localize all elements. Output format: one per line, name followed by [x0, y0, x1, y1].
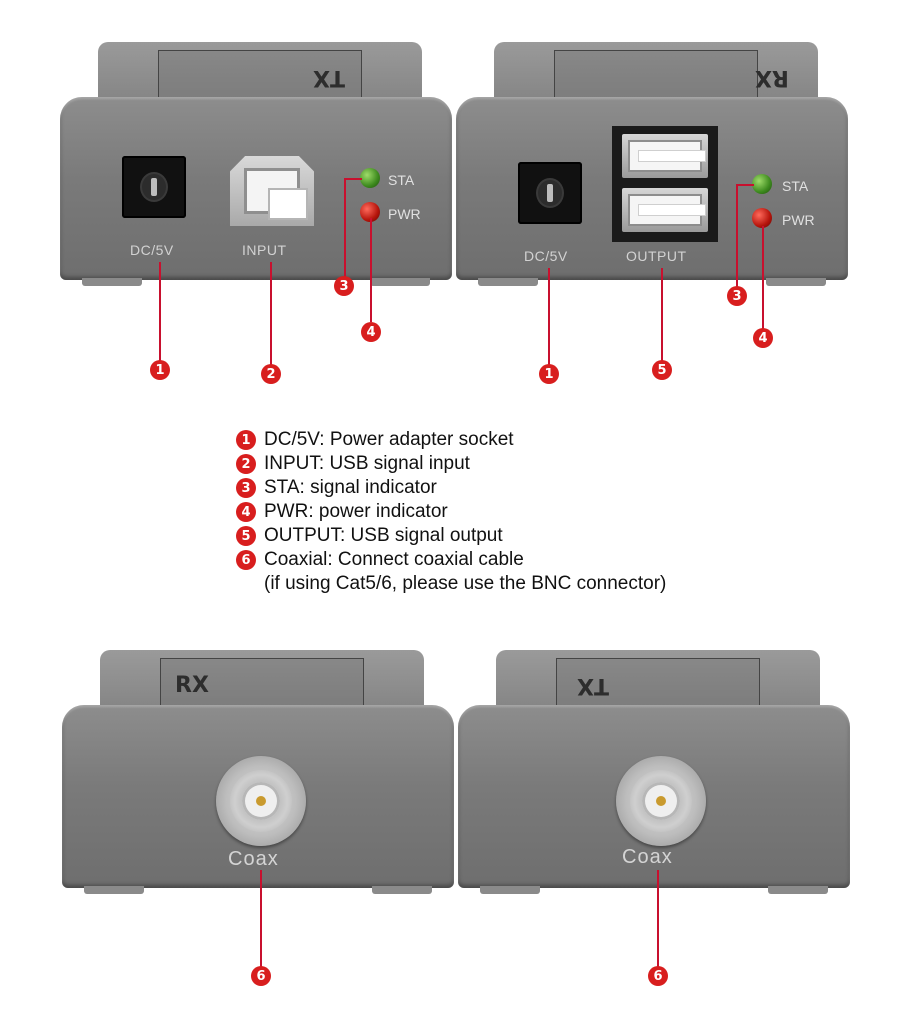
callout-badge-1-left: 1 [150, 360, 170, 380]
coax-port-label: Coax [622, 846, 673, 868]
output-port-label: OUTPUT [626, 248, 687, 264]
legend-badge: 2 [236, 454, 256, 474]
bnc-connector[interactable] [616, 756, 706, 846]
pwr-led-icon [360, 202, 380, 222]
legend-text: PWR: power indicator [264, 501, 448, 522]
callout-badge-4-left: 4 [361, 322, 381, 342]
callout-badge-2: 2 [261, 364, 281, 384]
legend-text: DC/5V: Power adapter socket [264, 429, 514, 450]
usb-b-tongue [268, 188, 308, 220]
bnc-connector[interactable] [216, 756, 306, 846]
legend-item: 5 OUTPUT: USB signal output [236, 524, 666, 548]
legend-badge: 5 [236, 526, 256, 546]
callout-line-1-right [548, 268, 550, 366]
rx-sta-led-icon [752, 174, 772, 194]
legend-badge: 1 [236, 430, 256, 450]
usb-a-port-bottom[interactable] [622, 188, 708, 232]
callout-line-3-right-v [736, 184, 738, 288]
dc-power-jack[interactable] [122, 156, 186, 218]
rx-unit-rear: RX Coax [62, 650, 454, 894]
legend-text: Coaxial: Connect coaxial cable [264, 549, 524, 570]
tx-rear-label: TX [577, 673, 609, 698]
tx-unit-front: TX DC/5V INPUT STA PWR [60, 42, 452, 286]
rx-pwr-led-label: PWR [782, 212, 815, 228]
callout-badge-5: 5 [652, 360, 672, 380]
sta-led-label: STA [388, 172, 415, 188]
tx-foot-left [82, 278, 142, 286]
tx-rear-foot-left [480, 886, 540, 894]
callout-line-4-left [370, 218, 372, 322]
legend-badge: 3 [236, 478, 256, 498]
legend-text: OUTPUT: USB signal output [264, 525, 503, 546]
usb-a-tab [638, 204, 706, 216]
usb-a-slot [628, 194, 706, 226]
pwr-led-label: PWR [388, 206, 421, 222]
bnc-center-pin [656, 796, 666, 806]
rx-foot-right [766, 278, 826, 286]
rx-rear-foot-left [84, 886, 144, 894]
input-port-label: INPUT [242, 242, 287, 258]
usb-a-tab [638, 150, 706, 162]
coax-port-label: Coax [228, 848, 279, 870]
usb-a-slot [628, 140, 706, 172]
bnc-center-pin [256, 796, 266, 806]
legend: 1 DC/5V: Power adapter socket 2 INPUT: U… [236, 428, 666, 596]
tx-label: TX [313, 65, 345, 90]
rx-rear-foot-right [372, 886, 432, 894]
rx-pwr-led-icon [752, 208, 772, 228]
legend-text: INPUT: USB signal input [264, 453, 470, 474]
callout-line-6-left [260, 870, 262, 968]
callout-line-1-left [159, 262, 161, 362]
callout-line-3-right-h [736, 184, 754, 186]
legend-item: 3 STA: signal indicator [236, 476, 666, 500]
rx-sta-led-label: STA [782, 178, 809, 194]
rx-rear-label: RX [175, 673, 209, 698]
dc-port-label: DC/5V [130, 242, 174, 258]
callout-badge-6-left: 6 [251, 966, 271, 986]
sta-led-icon [360, 168, 380, 188]
tx-foot-right [370, 278, 430, 286]
callout-badge-4-right: 4 [753, 328, 773, 348]
legend-item: 2 INPUT: USB signal input [236, 452, 666, 476]
usb-b-inner [244, 168, 308, 220]
callout-line-6-right [657, 870, 659, 968]
legend-item: 1 DC/5V: Power adapter socket [236, 428, 666, 452]
callout-badge-3-right: 3 [727, 286, 747, 306]
usb-a-port-top[interactable] [622, 134, 708, 178]
usb-a-output-ports [612, 126, 718, 242]
callout-line-4-right [762, 226, 764, 330]
rx-dc-power-jack[interactable] [518, 162, 582, 224]
rx-foot-left [478, 278, 538, 286]
legend-badge: 6 [236, 550, 256, 570]
rx-label: RX [755, 65, 789, 90]
legend-item: 4 PWR: power indicator [236, 500, 666, 524]
legend-badge: 4 [236, 502, 256, 522]
legend-item: 6 Coaxial: Connect coaxial cable [236, 548, 666, 572]
legend-text: STA: signal indicator [264, 477, 437, 498]
tx-unit-rear: TX Coax [458, 650, 850, 894]
callout-badge-6-right: 6 [648, 966, 668, 986]
tx-rear-foot-right [768, 886, 828, 894]
callout-line-5 [661, 268, 663, 362]
callout-badge-3-left: 3 [334, 276, 354, 296]
rx-dc-port-label: DC/5V [524, 248, 568, 264]
callout-line-3-left-v [344, 178, 346, 278]
usb-b-input-port[interactable] [230, 156, 314, 226]
callout-badge-1-right: 1 [539, 364, 559, 384]
legend-note: (if using Cat5/6, please use the BNC con… [264, 573, 667, 594]
callout-line-2 [270, 262, 272, 366]
callout-line-3-left-h [344, 178, 362, 180]
rx-unit-front: RX DC/5V OUTPUT STA PWR [456, 42, 848, 286]
